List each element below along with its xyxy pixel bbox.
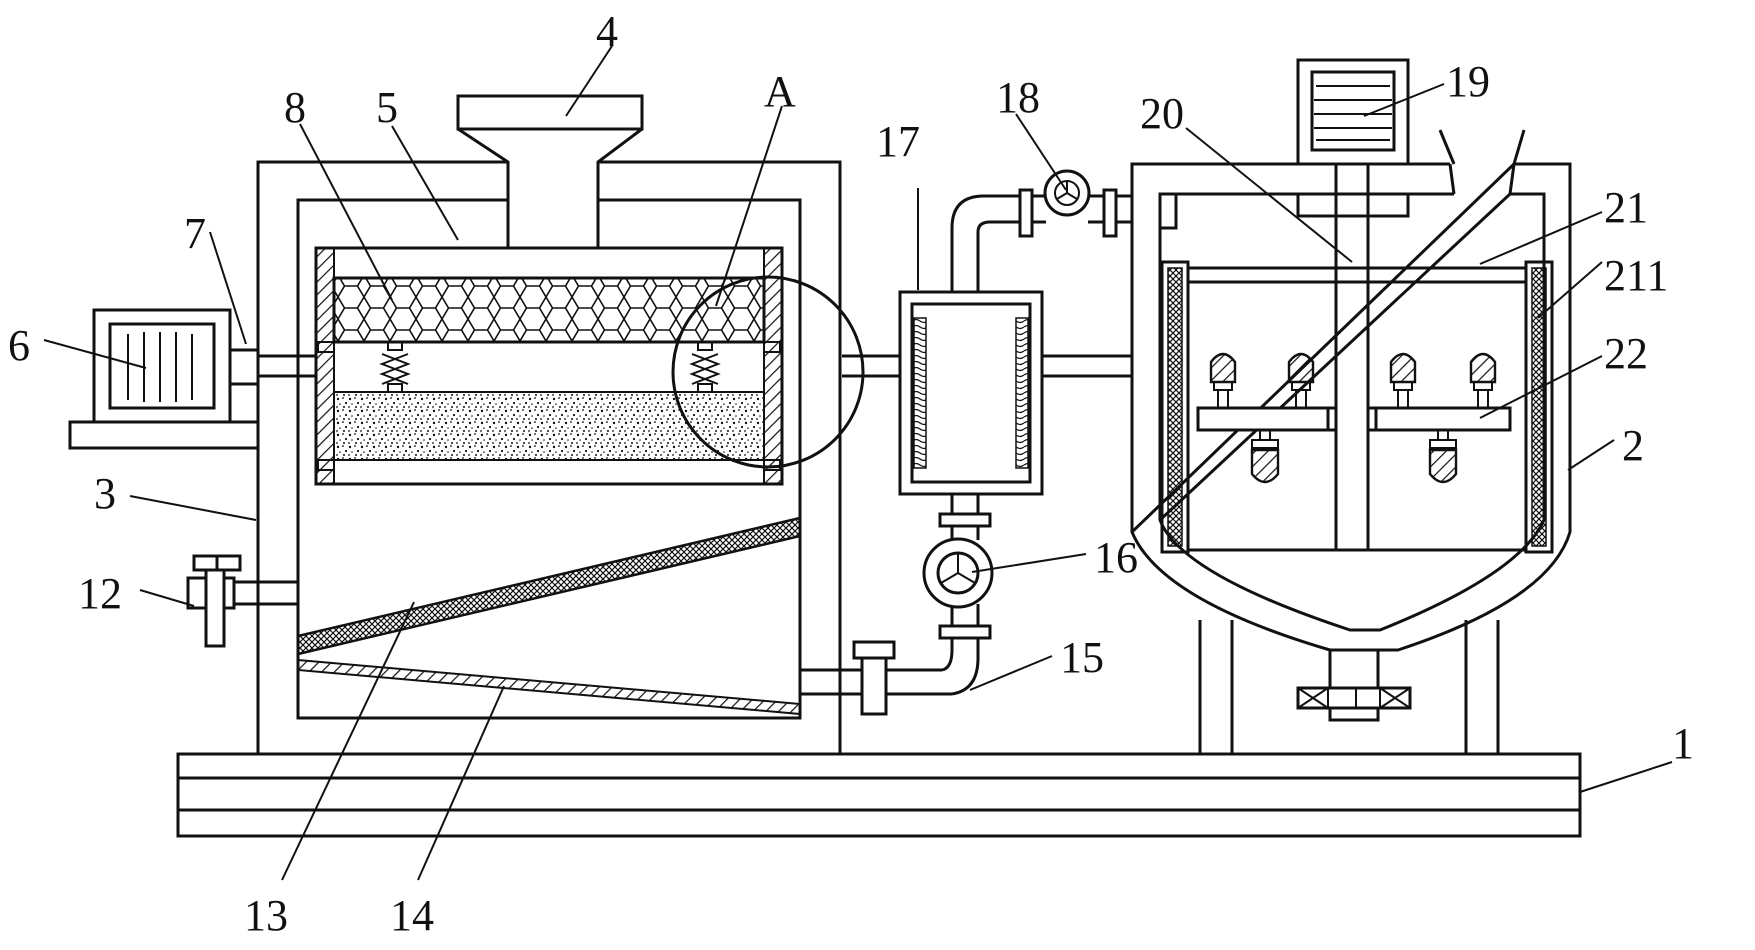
label-1: 1	[1672, 719, 1694, 768]
bottom-pipe	[800, 624, 992, 716]
label-13: 13	[244, 891, 288, 940]
blade-down-1	[1250, 429, 1280, 484]
label-16: 16	[1094, 533, 1138, 582]
label-22: 22	[1604, 329, 1648, 378]
drain-valve	[1296, 686, 1412, 722]
stirring-shaft	[1334, 164, 1370, 550]
label-19: 19	[1446, 57, 1490, 106]
label-18: 18	[996, 73, 1040, 122]
inclined-screen	[296, 516, 802, 656]
blade-up-2	[1287, 352, 1315, 409]
heat-exchanger	[842, 290, 1132, 496]
pipe-valve	[1043, 169, 1091, 217]
base-plate	[176, 752, 1582, 838]
label-5: 5	[376, 83, 398, 132]
label-a: A	[764, 67, 796, 116]
spring-right	[689, 341, 721, 393]
label-20: 20	[1140, 89, 1184, 138]
detail-circle-a	[671, 275, 865, 469]
motor-left	[68, 308, 316, 450]
blade-up-1	[1209, 352, 1237, 409]
tank-legs	[1198, 620, 1500, 754]
left-housing	[256, 160, 842, 754]
heating-jacket-right	[1524, 260, 1554, 554]
blade-up-3	[1389, 352, 1417, 409]
label-7: 7	[184, 209, 206, 258]
label-14: 14	[390, 891, 434, 940]
label-2: 2	[1622, 421, 1644, 470]
leader-lines	[43, 45, 1673, 881]
inner-basket	[1186, 266, 1528, 552]
label-15: 15	[1060, 633, 1104, 682]
spring-left	[379, 341, 411, 393]
paddle-arm	[1196, 406, 1512, 432]
pump	[922, 494, 994, 626]
label-3: 3	[94, 469, 116, 518]
side-outlet-valve	[186, 554, 298, 648]
label-21: 21	[1604, 183, 1648, 232]
blade-up-4	[1469, 352, 1497, 409]
label-8: 8	[284, 83, 306, 132]
upper-pipe	[950, 188, 1132, 292]
label-12: 12	[78, 569, 122, 618]
filter-box	[314, 246, 784, 486]
top-motor	[1296, 58, 1410, 218]
label-211: 211	[1604, 251, 1668, 300]
label-17: 17	[876, 117, 920, 166]
inclined-plate	[297, 658, 801, 716]
label-6: 6	[8, 321, 30, 370]
label-4: 4	[596, 7, 618, 56]
feed-hopper	[456, 94, 644, 248]
heating-jacket-left	[1160, 260, 1190, 554]
blade-down-2	[1428, 429, 1458, 484]
